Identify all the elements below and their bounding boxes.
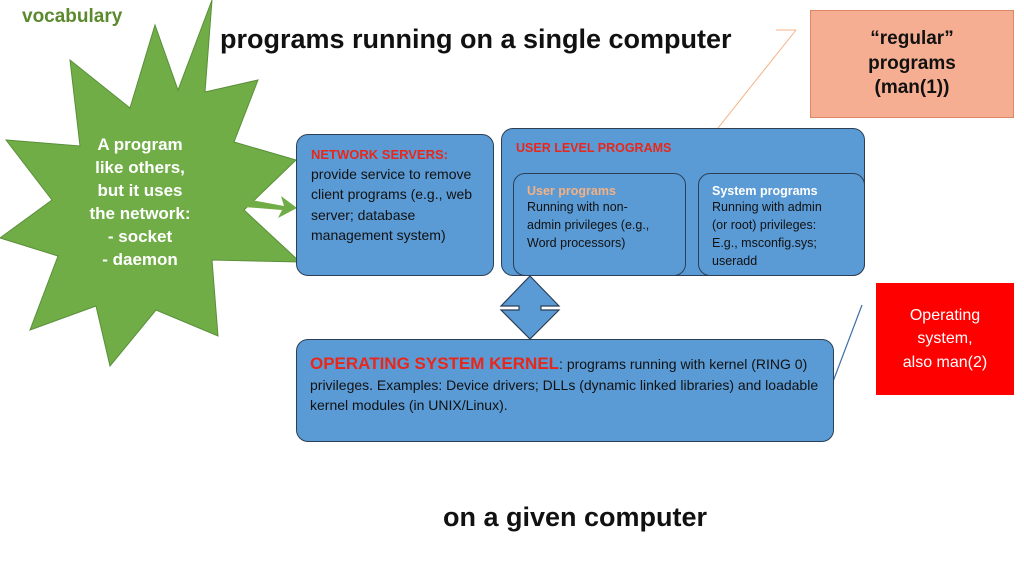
kernel-text: OPERATING SYSTEM KERNEL: programs runnin…	[310, 352, 821, 416]
network-servers-body: provide service to remove client program…	[311, 166, 473, 243]
regular-programs-text: “regular” programs (man(1))	[868, 27, 956, 99]
user-level-programs-title: USER LEVEL PROGRAMS	[516, 141, 672, 155]
vocabulary-starburst	[0, 0, 302, 368]
system-programs-body: Running with admin (or root) privileges:…	[712, 200, 822, 269]
user-programs-body: Running with non- admin privileges (e.g.…	[527, 200, 650, 251]
star-callout-text: A program like others, but it uses the n…	[89, 135, 191, 269]
operating-system-box: Operating system, also man(2)	[876, 283, 1014, 395]
system-programs-title: System programs	[712, 184, 818, 198]
user-programs-title: User programs	[527, 184, 616, 198]
bidirectional-arrow-icon	[499, 275, 561, 340]
regular-programs-box: “regular” programs (man(1))	[810, 10, 1014, 118]
page-title: programs running on a single computer	[220, 24, 732, 54]
kernel-lead: programs running with kernel	[562, 356, 748, 372]
kernel-title: OPERATING SYSTEM KERNEL	[310, 354, 560, 373]
kernel-box: OPERATING SYSTEM KERNEL: programs runnin…	[296, 339, 834, 442]
footer-caption: on a given computer	[442, 502, 708, 532]
vocabulary-label: vocabulary	[22, 6, 123, 27]
network-servers-box: NETWORK SERVERS: provide service to remo…	[296, 134, 494, 276]
operating-system-text: Operating system, also man(2)	[902, 307, 988, 371]
kernel-body: (RING 0) privileges. Examples: Device dr…	[310, 356, 819, 413]
user-programs-box: User programs Running with non- admin pr…	[513, 173, 686, 276]
network-arrow-icon	[244, 196, 297, 218]
system-programs-box: System programs Running with admin (or r…	[698, 173, 865, 276]
kernel-colon: :	[559, 356, 563, 372]
regular-programs-connector	[717, 29, 797, 129]
network-servers-title: NETWORK SERVERS:	[311, 147, 448, 162]
